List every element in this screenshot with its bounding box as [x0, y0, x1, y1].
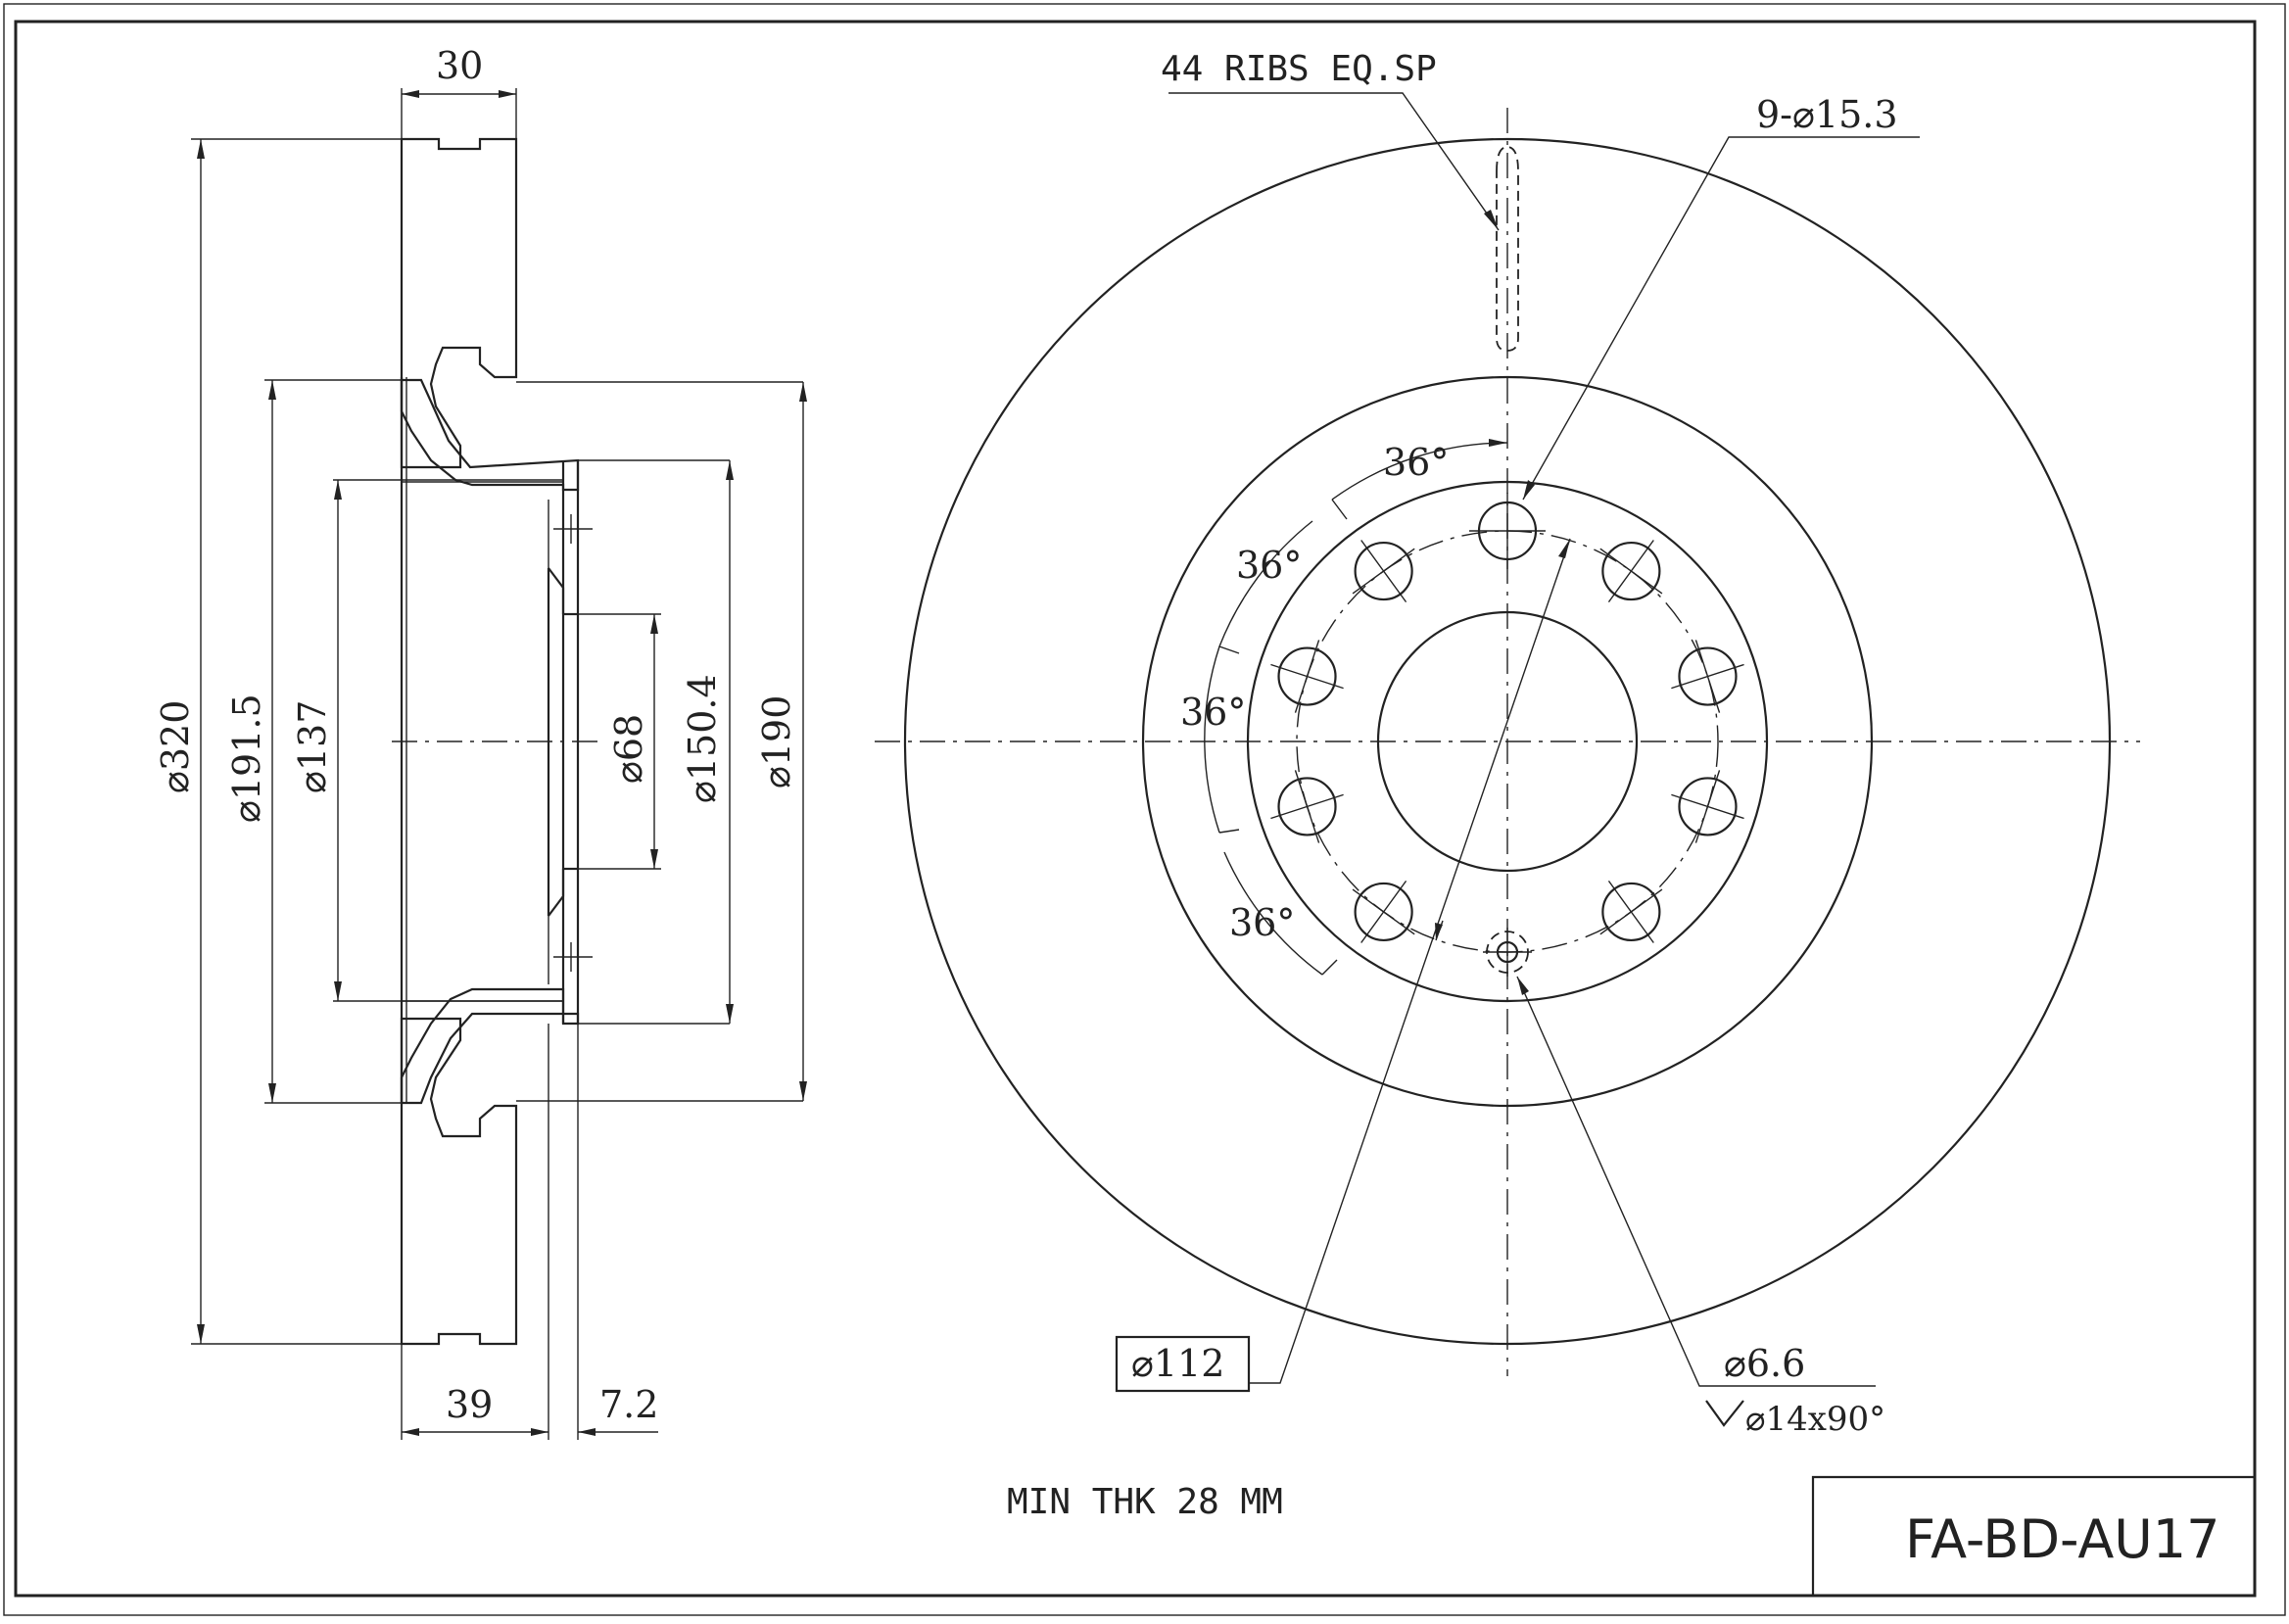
bolt-hole — [1270, 640, 1344, 713]
ribs-note: 44 RIBS EQ.SP — [1161, 49, 1437, 89]
bolt-hole — [1352, 540, 1415, 603]
dim-overall-height: 39 — [446, 1383, 493, 1426]
dim-bore: ⌀68 — [607, 714, 650, 784]
bolt-hole — [1352, 880, 1415, 943]
hat-lower — [400, 987, 580, 1105]
small-hole-label: ⌀6.6 — [1724, 1342, 1805, 1385]
dim-mount-face: ⌀150.4 — [681, 674, 724, 803]
drawing-frame — [3, 3, 2286, 1616]
bolt-holes-note: 9-⌀15.3 — [1756, 93, 1898, 136]
friction-ring-lower — [400, 1017, 518, 1346]
section-view — [191, 137, 803, 1346]
title-block: FA-BD-AU17 — [1811, 1475, 2255, 1596]
bolt-hole — [1599, 540, 1663, 603]
bolt-hole — [1671, 770, 1744, 843]
hat-outer-circle — [1141, 375, 1874, 1108]
friction-ring-upper — [400, 137, 518, 469]
countersink-label: ⌀14x90° — [1745, 1400, 1885, 1439]
part-number: FA-BD-AU17 — [1905, 1508, 2220, 1570]
hat-upper — [400, 378, 580, 492]
min-thickness-note: MIN THK 28 MM — [1007, 1482, 1283, 1522]
angle-label-3: 36° — [1180, 691, 1246, 734]
dim-hat-face: ⌀190 — [755, 695, 798, 788]
dim-hat-inner: ⌀137 — [291, 700, 334, 793]
rib-slot — [1496, 146, 1519, 352]
bolt-hole — [1469, 493, 1546, 569]
bolt-hole — [1270, 770, 1344, 843]
bolt-hole — [1599, 880, 1663, 943]
angle-label-1: 36° — [1383, 441, 1449, 484]
leader-callouts: 44 RIBS EQ.SP 9-⌀15.3 ⌀112 ⌀6.6 ⌀14x90° — [1115, 49, 1920, 1439]
dim-hat-thickness: 7.2 — [599, 1383, 658, 1426]
dim-outer-diameter: ⌀320 — [154, 700, 197, 793]
bolt-hole — [1671, 640, 1744, 713]
dim-thickness: 30 — [436, 44, 483, 87]
center-bore-circle — [1376, 610, 1639, 873]
section-dimensions: 30 ⌀320 ⌀191.5 ⌀137 ⌀68 ⌀150.4 ⌀190 — [154, 44, 807, 1440]
small-hole — [1483, 928, 1532, 977]
angle-label-4: 36° — [1229, 901, 1295, 944]
countersink-symbol — [1705, 1400, 1744, 1427]
bolt-holes — [1270, 493, 1744, 943]
front-view — [875, 108, 2140, 1376]
angle-label-2: 36° — [1236, 544, 1302, 587]
mount-face-circle — [1246, 480, 1769, 1003]
pcd-label: ⌀112 — [1131, 1342, 1224, 1385]
pcd-box — [1115, 1335, 1251, 1393]
angle-arcs: 36° 36° 36° 36° — [1180, 439, 1508, 976]
dim-hat-outer: ⌀191.5 — [225, 693, 268, 823]
outer-rim-circle — [903, 137, 2112, 1346]
